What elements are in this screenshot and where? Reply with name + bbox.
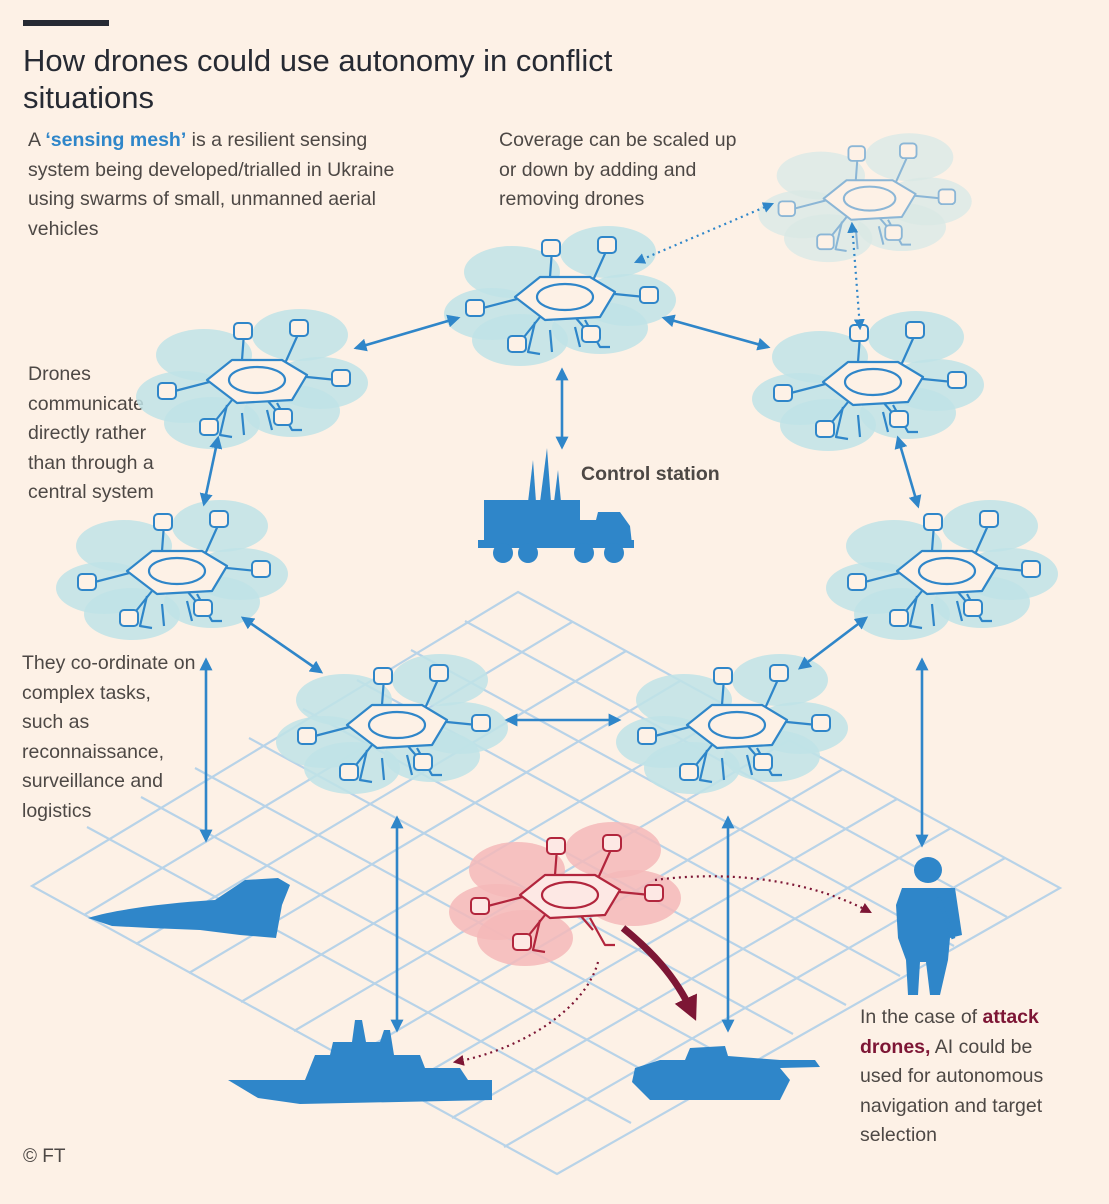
coverage-note: Coverage can be scaled up or down by add… xyxy=(499,129,737,210)
jet-icon xyxy=(88,878,290,938)
coverage-links xyxy=(633,202,865,331)
drone-icon xyxy=(750,309,986,453)
drone-icon xyxy=(274,652,510,796)
drone-icon xyxy=(54,498,290,642)
ground-grid xyxy=(29,590,1063,1176)
header-rule xyxy=(23,20,109,26)
page-title: How drones could use autonomy in conflic… xyxy=(23,43,613,115)
control-station-label: Control station xyxy=(581,463,720,485)
attack-paths xyxy=(452,875,872,1066)
drone-icon xyxy=(757,132,973,264)
soldier-icon xyxy=(896,857,962,995)
mesh-links xyxy=(199,314,929,1033)
communicate-note: Drones communicate directly rather than … xyxy=(28,363,154,503)
drone-icon xyxy=(614,652,850,796)
drone-icon xyxy=(442,224,678,368)
drone-icon xyxy=(824,498,1060,642)
intro-note: A ‘sensing mesh’ is a resilient sensing … xyxy=(28,129,395,240)
copyright: © FT xyxy=(23,1146,66,1167)
sensing-mesh-highlight: ‘sensing mesh’ xyxy=(45,129,187,151)
attack-note: In the case of attack drones, AI could b… xyxy=(860,1006,1044,1146)
tank-icon xyxy=(632,1046,820,1100)
truck-icon xyxy=(478,448,634,563)
ship-icon xyxy=(228,1020,492,1104)
attack-drones-highlight: attack drones, xyxy=(860,1006,1039,1058)
coordinate-note: They co-ordinate on complex tasks, such … xyxy=(22,652,196,822)
drone-icon xyxy=(134,307,370,451)
